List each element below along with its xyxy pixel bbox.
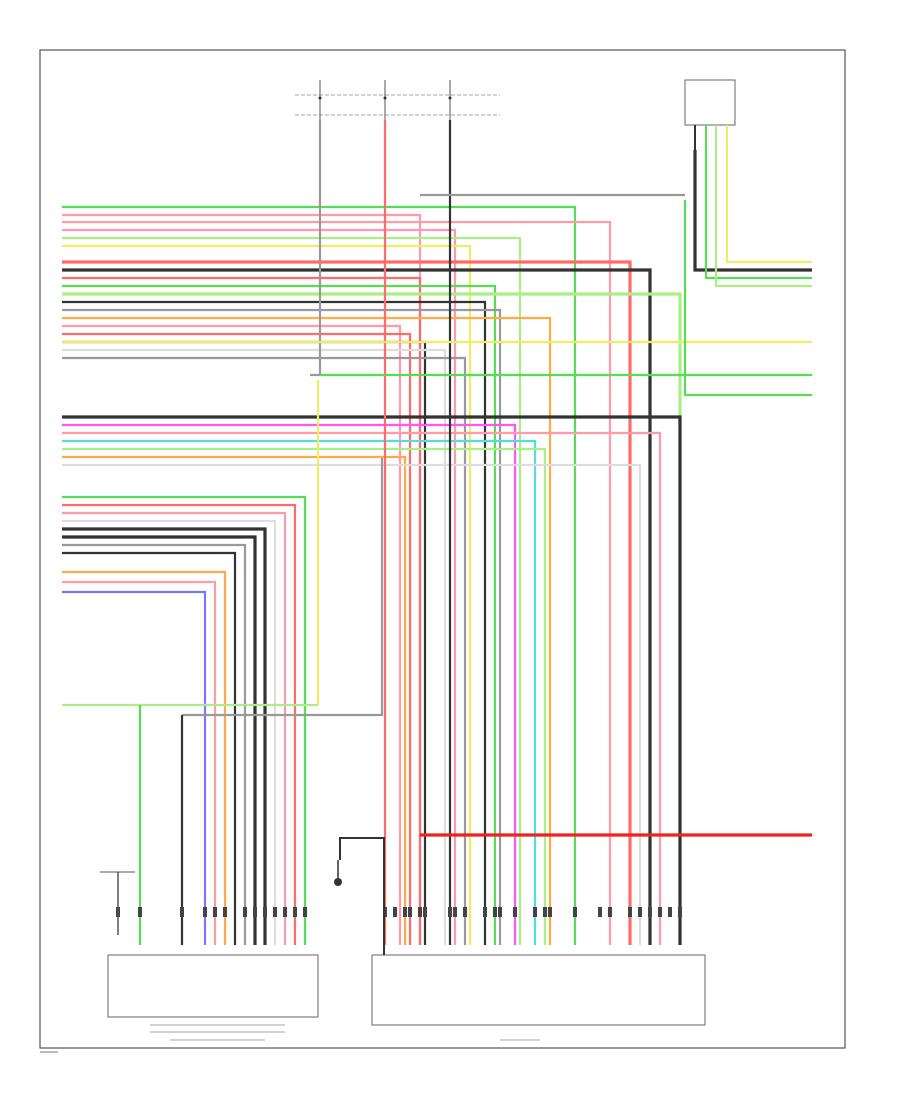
display-unit (371, 954, 706, 1041)
diagram-frame (39, 49, 846, 1049)
upper-harness-wire (62, 228, 457, 945)
mid-harness-wire (62, 423, 517, 945)
lower-harness-wire (62, 495, 307, 945)
connector-pin (493, 907, 497, 917)
top-fuse-block (295, 80, 500, 120)
upper-harness-wire (62, 268, 652, 945)
upper-harness-wire (62, 316, 552, 945)
upper-harness-wire (62, 205, 577, 945)
lower-harness-wire (62, 519, 277, 945)
upper-harness-wire (62, 324, 402, 945)
mid-harness-wire (62, 455, 407, 945)
lower-harness-wire (62, 570, 227, 945)
connector-pin (498, 907, 502, 917)
connector-pin (403, 907, 407, 917)
upper-harness-wire (62, 220, 612, 945)
lower-harness-wire (62, 511, 287, 945)
connector-pin (408, 907, 412, 917)
connector-pin (303, 907, 307, 917)
connector-pin (648, 907, 652, 917)
lower-harness-wire (62, 590, 207, 945)
right-output-wire (704, 150, 812, 280)
connector-pin (393, 907, 397, 917)
right-output-wire (714, 150, 812, 288)
connector-pin (448, 907, 452, 917)
mid-harness-wire (62, 447, 547, 945)
connector-pin (253, 907, 257, 917)
connector-pin (293, 907, 297, 917)
upper-harness-wire (62, 292, 682, 945)
left-bottom-sensor (100, 871, 135, 935)
connector-pin (548, 907, 552, 917)
connector-pin (263, 907, 267, 917)
fuse-feed-wire (310, 120, 322, 377)
lower-harness-wire (62, 551, 237, 945)
connector-pin (533, 907, 537, 917)
connector-pin (598, 907, 602, 917)
wire-harness (62, 120, 812, 945)
connector-pin (608, 907, 612, 917)
right-output-wire (683, 200, 812, 397)
connector-pin (283, 907, 287, 917)
connector-pin (463, 907, 467, 917)
connector-pin (573, 907, 577, 917)
upper-harness-wire (62, 348, 447, 945)
connector-pin (418, 907, 422, 917)
connector-pin (658, 907, 662, 917)
upper-harness-wire (62, 260, 632, 945)
connector-pin (483, 907, 487, 917)
ground-bus-wire (182, 458, 384, 717)
antenna-ground-symbol (334, 837, 385, 955)
upper-harness-wire (62, 308, 502, 945)
upper-harness-wire (62, 332, 412, 945)
upper-harness-wire (62, 356, 467, 945)
connector-pin (453, 907, 457, 917)
connector-pin (273, 907, 277, 917)
lower-harness-wire (62, 580, 217, 945)
connector-pin (628, 907, 632, 917)
connector-pin (638, 907, 642, 917)
connector-pin (668, 907, 672, 917)
connector-pin (243, 907, 247, 917)
connector-pin (543, 907, 547, 917)
mid-harness-wire (62, 463, 642, 945)
upper-harness-wire (62, 236, 522, 945)
upper-harness-wire (62, 276, 422, 945)
lower-harness-wire (62, 503, 297, 945)
connector-pin (213, 907, 217, 917)
connector-pin (423, 907, 427, 917)
upper-harness-wire (62, 300, 487, 945)
upper-harness-wire (62, 244, 472, 945)
top-right-connector (684, 79, 736, 150)
lower-harness-wire (62, 543, 247, 945)
connector-pin (678, 907, 682, 917)
mid-harness-wire (62, 439, 537, 945)
mid-harness-wire (62, 431, 662, 945)
upper-harness-wire (62, 284, 497, 945)
mid-harness-wire (62, 415, 682, 945)
lower-harness-wire (62, 535, 257, 945)
connector-pin (203, 907, 207, 917)
right-output-wire (725, 150, 812, 264)
connector-pin (138, 907, 142, 917)
connector-pin (180, 907, 184, 917)
left-control-unit (107, 954, 319, 1041)
upper-harness-wire (62, 213, 422, 945)
connector-pin (513, 907, 517, 917)
right-output-wire (693, 150, 812, 272)
lower-harness-wire (62, 527, 267, 945)
connector-pin (223, 907, 227, 917)
